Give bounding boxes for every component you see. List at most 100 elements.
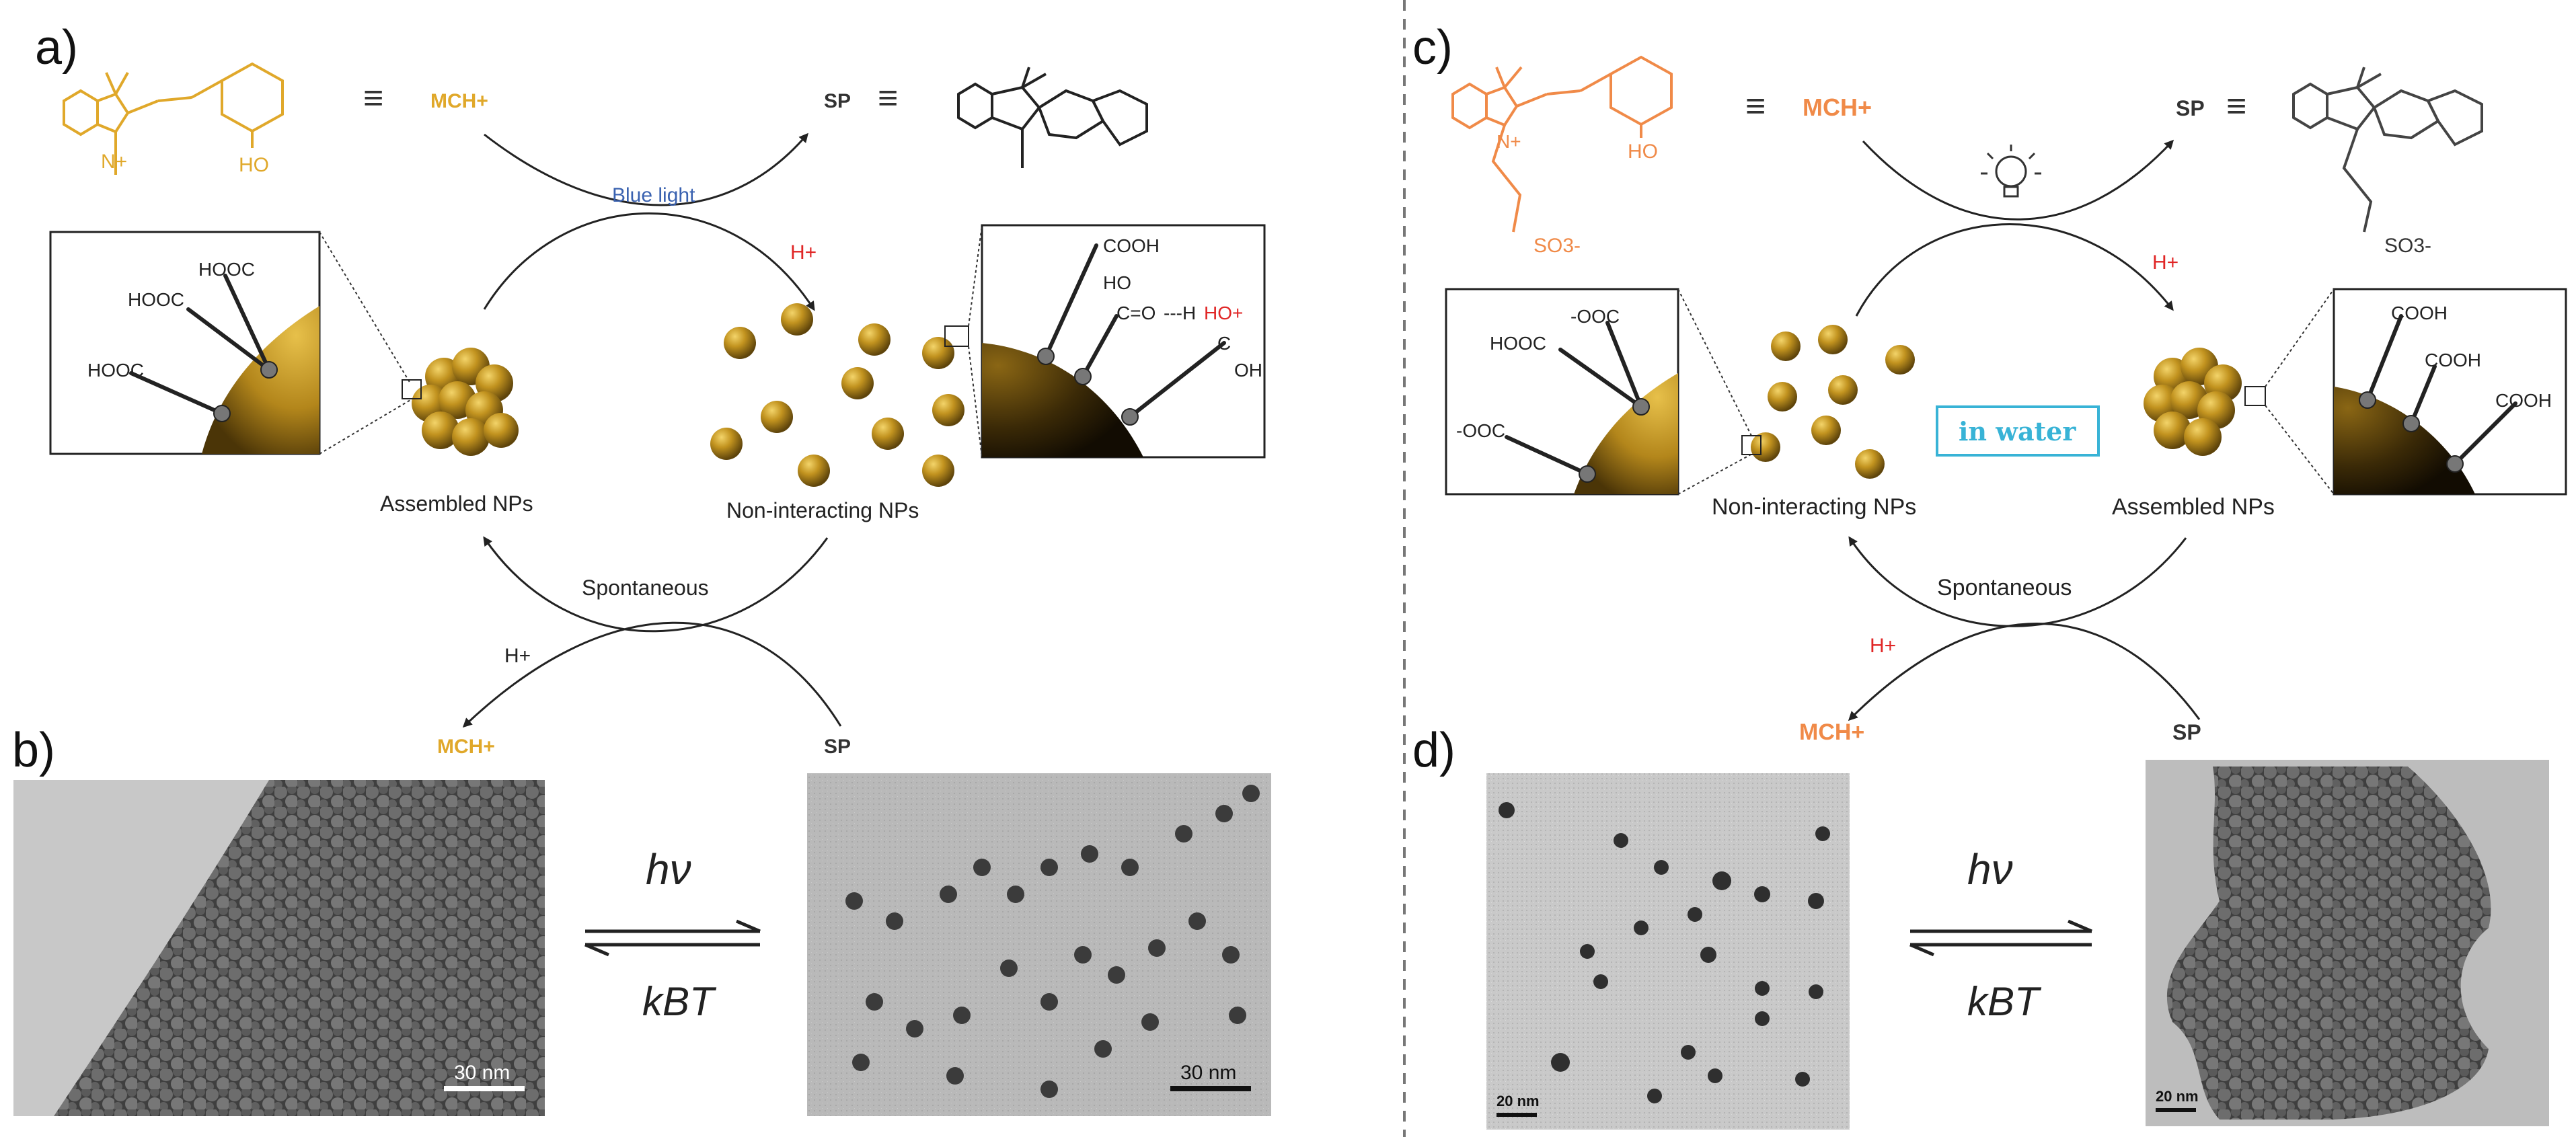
inset-c-hooc: HOOC xyxy=(1490,333,1546,354)
tem-b-right xyxy=(807,773,1271,1116)
assembled-label-left: Assembled NPs xyxy=(380,492,533,516)
kbt-label-d: kBT xyxy=(1967,979,2042,1024)
ligand-anchor-5 xyxy=(1121,408,1139,426)
tem-d-left xyxy=(1486,773,1850,1130)
ligand-anchor-2 xyxy=(213,405,231,422)
scalebar-b-right-bar xyxy=(1170,1086,1251,1091)
mch-molecule-right xyxy=(1451,55,1673,233)
n-plus-left: N+ xyxy=(101,151,127,173)
phenol-oh-right: HO xyxy=(1628,141,1658,163)
kbt-label-b: kBT xyxy=(642,979,717,1024)
ligand-anchor-6 xyxy=(1632,398,1650,416)
spontaneous-right: Spontaneous xyxy=(1937,575,2072,600)
ligand-sticks-left-a xyxy=(129,274,271,416)
mch-label-top-left: MCH+ xyxy=(430,90,488,112)
inset-b-carbonyl: C=O xyxy=(1116,303,1156,323)
inset-b-oh: OH xyxy=(1234,360,1262,381)
arc-light-right xyxy=(1862,139,2174,221)
inset-d-cooh-2: COOH xyxy=(2425,350,2481,370)
in-water-label: in water xyxy=(1959,416,2076,446)
hv-label-b: hν xyxy=(646,845,691,894)
n-plus-right: N+ xyxy=(1497,131,1521,152)
zoom-box-c-right xyxy=(2244,386,2266,406)
h-plus-bottom-left: H+ xyxy=(504,645,531,667)
inset-b-ho: HO xyxy=(1103,272,1131,293)
inset-c-ooc-2: -OOC xyxy=(1456,420,1505,441)
so3-right: SO3- xyxy=(2384,235,2431,257)
zoom-line-c1 xyxy=(1677,288,1753,438)
equiv-right-2: ≡ xyxy=(2226,87,2246,126)
ligand-sticks-right-a xyxy=(1044,243,1226,419)
arc-h-plus-bottom-left xyxy=(462,621,842,728)
ligand-anchor-7 xyxy=(1579,465,1596,483)
inset-d-cooh-1: COOH xyxy=(2391,303,2448,323)
zoom-line-c4 xyxy=(2265,405,2335,495)
arc-blue-light xyxy=(484,132,808,206)
arc-h-plus-bottom-right xyxy=(1848,623,2201,721)
ligand-anchor-4 xyxy=(1074,368,1092,385)
zoom-box-c xyxy=(1741,435,1761,455)
inset-surface-left-c xyxy=(1574,373,1678,494)
inset-a-cooh-2: HOOC xyxy=(128,289,184,310)
h-plus-top-left: H+ xyxy=(790,241,817,264)
zoom-box-right-a xyxy=(944,325,969,347)
ligand-sticks-right-c xyxy=(2365,314,2517,466)
ligand-sticks-left-c xyxy=(1505,321,1643,476)
inset-a-cooh-3: HOOC xyxy=(87,360,144,381)
zoom-line-a1 xyxy=(319,231,411,384)
inset-b-c: C xyxy=(1217,333,1231,354)
inset-c-ooc-1: -OOC xyxy=(1570,306,1620,327)
panel-label-a: a) xyxy=(35,21,78,75)
so3-left: SO3- xyxy=(1533,235,1581,257)
equilibrium-arrows-b xyxy=(584,919,761,957)
h-plus-top-right: H+ xyxy=(2152,251,2179,274)
inset-b-hdots: ---H xyxy=(1164,303,1196,323)
ligand-anchor-9 xyxy=(2402,415,2420,432)
blue-light-label: Blue light xyxy=(612,184,695,206)
zoom-line-a3 xyxy=(968,225,983,327)
sp-molecule-left xyxy=(957,67,1148,168)
mch-bottom-left: MCH+ xyxy=(437,736,495,758)
ligand-anchor-10 xyxy=(2446,455,2464,473)
inset-surface-right-c xyxy=(2334,387,2475,494)
mch-label-top-right: MCH+ xyxy=(1803,93,1872,121)
arc-h-plus-top-right xyxy=(1855,223,2174,317)
scalebar-d-right-bar xyxy=(2156,1108,2196,1112)
zoom-line-c2 xyxy=(1677,453,1753,495)
equiv-left-2: ≡ xyxy=(878,79,898,118)
assembled-label-right: Assembled NPs xyxy=(2112,494,2275,520)
hv-label-d: hν xyxy=(1967,845,2013,894)
sp-molecule-right xyxy=(2292,67,2483,233)
equiv-left-1: ≡ xyxy=(363,79,383,118)
inset-b-cooh: COOH xyxy=(1103,235,1160,256)
inset-surface-right-a xyxy=(982,343,1143,457)
sp-label-top-right: SP xyxy=(2176,96,2205,120)
phenol-oh-left: HO xyxy=(239,154,269,176)
panel-label-b: b) xyxy=(12,723,55,777)
mch-molecule-left xyxy=(63,62,284,175)
scalebar-b-left: 30 nm xyxy=(454,1062,510,1084)
zoom-line-a4 xyxy=(968,346,983,458)
ligand-anchor-8 xyxy=(2359,391,2376,409)
inset-a-cooh-1: HOOC xyxy=(198,259,255,280)
sp-bottom-left: SP xyxy=(824,736,851,758)
inset-surface-left xyxy=(202,306,319,454)
panel-label-c: c) xyxy=(1412,21,1453,75)
tem-d-right-cluster xyxy=(2166,767,2491,1120)
assembled-np-cluster-left xyxy=(412,348,519,456)
arc-h-plus-top-left xyxy=(483,212,815,311)
noninteracting-nps-right xyxy=(1751,325,1915,479)
arc-spontaneous-left xyxy=(483,536,829,633)
zoom-line-a2 xyxy=(319,399,411,455)
noninteracting-nps-left xyxy=(710,303,964,487)
noninteracting-label-right: Non-interacting NPs xyxy=(1712,494,1916,520)
scalebar-d-left-bar xyxy=(1497,1113,1537,1117)
scalebar-b-left-bar xyxy=(444,1086,525,1091)
inset-d-cooh-3: COOH xyxy=(2495,390,2552,411)
sp-bottom-right: SP xyxy=(2172,720,2201,744)
ligand-anchor-3 xyxy=(1037,348,1055,365)
scalebar-d-left: 20 nm xyxy=(1497,1093,1540,1109)
equilibrium-arrows-d xyxy=(1909,919,2092,957)
tem-b-right-particles xyxy=(845,785,1260,1098)
